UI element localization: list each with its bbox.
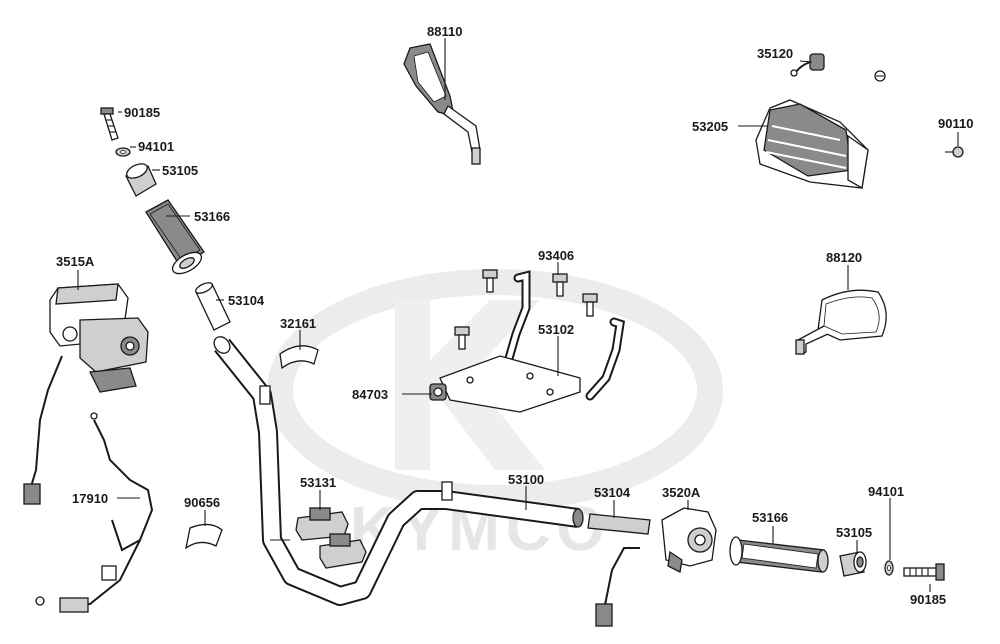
handle-cover-53205-part	[755, 99, 869, 190]
bracket-53102-part	[439, 270, 626, 413]
inner-tube-53104-right-part	[587, 513, 651, 535]
screw-90110-part	[945, 146, 964, 158]
label-53100: 53100	[508, 472, 544, 487]
label-3515A: 3515A	[56, 254, 95, 269]
label-32161: 32161	[280, 316, 316, 331]
end-cap-53105-bottom-part	[839, 551, 867, 577]
label-90185-top: 90185	[124, 105, 160, 120]
grip-53166-bottom-part	[729, 536, 829, 573]
label-90185-bottom: 90185	[910, 592, 946, 607]
strap-90656-part	[185, 523, 223, 550]
grip-53166-top-part	[145, 199, 205, 275]
label-90656: 90656	[184, 495, 220, 510]
label-88110: 88110	[427, 24, 462, 39]
label-93406: 93406	[538, 248, 574, 263]
label-17910: 17910	[72, 491, 108, 506]
cable-17910-part	[35, 412, 154, 613]
switch-3520A-part	[595, 507, 717, 627]
leader-lines	[77, 38, 959, 592]
label-3520A: 3520A	[662, 485, 701, 500]
label-53131: 53131	[300, 475, 336, 490]
mirror-88120-part	[795, 289, 887, 355]
switch-35120-part	[790, 53, 886, 82]
label-88120: 88120	[826, 250, 862, 265]
handlebar-53100-part	[213, 336, 584, 606]
holder-53131-part	[295, 507, 367, 569]
bolt-90185-bottom-part	[903, 563, 945, 581]
label-94101-top: 94101	[138, 139, 174, 154]
bolts-93406-part	[454, 269, 598, 350]
inner-tube-53104-left-part	[195, 282, 231, 331]
mirror-88110-part	[403, 43, 481, 165]
end-cap-53105-top-part	[125, 163, 157, 197]
label-53166-top: 53166	[194, 209, 230, 224]
bolt-90185-top-part	[100, 107, 119, 141]
damper-84703-part	[429, 383, 447, 401]
label-53205: 53205	[692, 119, 728, 134]
label-53166-bottom: 53166	[752, 510, 788, 525]
label-84703: 84703	[352, 387, 388, 402]
switch-3515A-part	[23, 283, 149, 505]
clip-32161-part	[279, 345, 319, 370]
label-53104-left: 53104	[228, 293, 265, 308]
label-35120: 35120	[757, 46, 793, 61]
part-labels: 88110 35120 90185 94101 53105 53166 5320…	[56, 24, 973, 607]
label-53105-top: 53105	[162, 163, 198, 178]
washer-94101-top-part	[115, 147, 131, 157]
label-53104-right: 53104	[594, 485, 631, 500]
label-94101-bottom: 94101	[868, 484, 904, 499]
label-53105-bottom: 53105	[836, 525, 872, 540]
label-53102: 53102	[538, 322, 574, 337]
washer-94101-bottom-part	[884, 560, 894, 576]
label-90110: 90110	[938, 116, 973, 131]
